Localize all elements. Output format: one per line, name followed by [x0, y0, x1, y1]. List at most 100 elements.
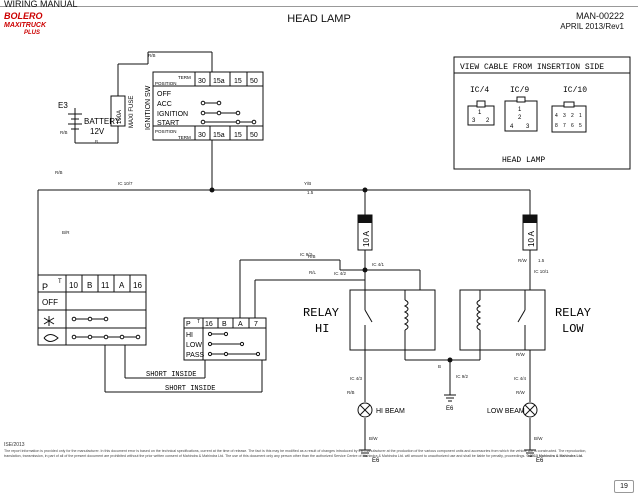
- footer-disclaimer: The report information is provided only …: [4, 449, 594, 458]
- diagram-label: 50: [250, 78, 258, 85]
- diagram-label: 5: [579, 123, 582, 129]
- diagram-label: 1.5: [307, 190, 314, 195]
- diagram-label: P: [42, 282, 48, 292]
- diagram-label: IC 9/2: [456, 374, 469, 379]
- connector-view-title: VIEW CABLE FROM INSERTION SIDE: [460, 63, 604, 72]
- diagram-label: PASS: [186, 352, 204, 359]
- diagram-label: 7: [563, 123, 566, 129]
- diagram-label: LOW: [186, 342, 202, 349]
- fuse-hi: 10 A: [357, 214, 373, 251]
- diagram-label: R/B: [148, 53, 156, 58]
- hi-beam-label: HI BEAM: [376, 408, 405, 415]
- low-beam-label: LOW BEAM: [487, 408, 525, 415]
- maxi-fuse-rating: 100A: [117, 110, 123, 124]
- connector-ic4-label: IC/4: [470, 86, 489, 95]
- diagram-label: A: [119, 281, 125, 290]
- diagram-label: 16: [205, 321, 213, 328]
- diagram-label: POSITION: [155, 129, 177, 134]
- diagram-label: 1: [579, 113, 582, 119]
- diagram-label: B/W: [534, 436, 543, 441]
- diagram-label: IC 4/1: [372, 262, 385, 267]
- diagram-label: POSITION: [155, 81, 177, 86]
- connector-ic10-label: IC/10: [563, 86, 587, 95]
- diagram-label: 7: [254, 321, 258, 328]
- light-switch-table: P T 10 B 11 A 16 OFF: [37, 274, 147, 346]
- diagram-label: 15a: [213, 132, 225, 139]
- ignition-switch-table: IGNITION SW TERM POSITION 30 15a 15 50 O…: [145, 71, 264, 141]
- doc-number: MAN-00222: [575, 11, 624, 21]
- diagram-label: 4: [510, 124, 514, 130]
- fuse-low: 10 A: [522, 214, 538, 251]
- dimmer-switch-table: P T 16 B A 7 HI LOW PASS: [183, 317, 267, 361]
- diagram-label: 30: [198, 78, 206, 85]
- diagram-label: HI: [186, 332, 193, 339]
- diagram-label: 15: [234, 132, 242, 139]
- diagram-label: IGNITION: [157, 111, 188, 118]
- diagram-label: 2: [518, 115, 522, 121]
- diagram-label: 1: [518, 107, 522, 113]
- diagram-label: 6: [571, 123, 574, 129]
- relay-hi-label-2: HI: [315, 322, 329, 336]
- ground-label-low: E6: [536, 458, 544, 464]
- maxi-fuse-label: MAXI FUSE: [129, 96, 135, 128]
- relay-low-label-2: LOW: [562, 322, 584, 336]
- brand-text: BOLERO: [4, 11, 43, 21]
- diagram-label: 10 A: [362, 230, 371, 247]
- relay-low-label-1: RELAY: [555, 306, 591, 320]
- diagram-label: 16: [133, 281, 142, 290]
- battery-voltage: 12V: [90, 127, 105, 136]
- diagram-label: 30: [198, 132, 206, 139]
- diagram-label: START: [157, 120, 180, 127]
- ground-label-hi: E6: [372, 458, 380, 464]
- diagram-label: TERM: [178, 75, 191, 80]
- diagram-label: B: [87, 281, 92, 290]
- diagram-label: R/B: [60, 130, 68, 135]
- diagram-label: 2: [486, 118, 490, 124]
- diagram-label: 10 A: [527, 230, 536, 247]
- diagram-label: R/W: [518, 258, 528, 263]
- diagram-label: B: [438, 364, 441, 369]
- ground-label-relay: E6: [446, 406, 454, 412]
- brand-logo: BOLERO MAXITRUCK PLUS: [2, 10, 60, 36]
- diagram-label: IC 9/3: [300, 252, 313, 257]
- diagram-label: P: [186, 321, 191, 328]
- diagram-label: 1.5: [538, 258, 545, 263]
- diagram-label: T: [197, 319, 200, 325]
- diagram-label: 2: [571, 113, 574, 119]
- footer-code: ISE/2013: [4, 442, 25, 448]
- connector-ic9-label: IC/9: [510, 86, 529, 95]
- diagram-label: B/R: [62, 230, 70, 235]
- diagram-label: R/B: [55, 170, 63, 175]
- diagram-label: R/W: [516, 390, 526, 395]
- ignition-switch-label: IGNITION SW: [145, 85, 152, 130]
- diagram-label: T: [58, 279, 62, 285]
- diagram-label: 15: [234, 78, 242, 85]
- diagram-label: 3: [563, 113, 566, 119]
- diagram-label: IC 10/7: [118, 181, 133, 186]
- brand-plus-text: PLUS: [24, 30, 40, 36]
- diagram-label: 3: [526, 124, 530, 130]
- diagram-label: 1: [478, 110, 482, 116]
- diagram-label: 8: [555, 123, 558, 129]
- diagram-label: B: [222, 321, 227, 328]
- diagram-label: 10: [69, 281, 78, 290]
- wire-labels: R/B R/B B Y/B R/B IC 10/7 B/R 1.5 1.5 R/…: [55, 53, 549, 441]
- diagram-label: OFF: [42, 298, 58, 307]
- diagram-label: 3: [472, 118, 476, 124]
- short-inside-label-1: SHORT INSIDE: [146, 371, 196, 379]
- diagram-label: IC 4/3: [350, 376, 363, 381]
- manual-label: WIRING MANUAL: [4, 0, 78, 9]
- diagram-label: R/B: [308, 254, 316, 259]
- battery-label: BATTERY: [84, 117, 121, 126]
- footer-disclaimer-text: The report information is provided only …: [4, 449, 587, 458]
- diagram-label: 15a: [213, 78, 225, 85]
- diagram-label: 11: [101, 281, 110, 290]
- diagram-label: Y/B: [304, 181, 311, 186]
- diagram-label: 4: [555, 113, 558, 119]
- page-number: 19: [614, 480, 634, 493]
- page-title: HEAD LAMP: [287, 13, 351, 25]
- diagram-label: IC 10/1: [534, 269, 549, 274]
- diagram-label: R/L: [309, 270, 317, 275]
- diagram-label: A: [238, 321, 243, 328]
